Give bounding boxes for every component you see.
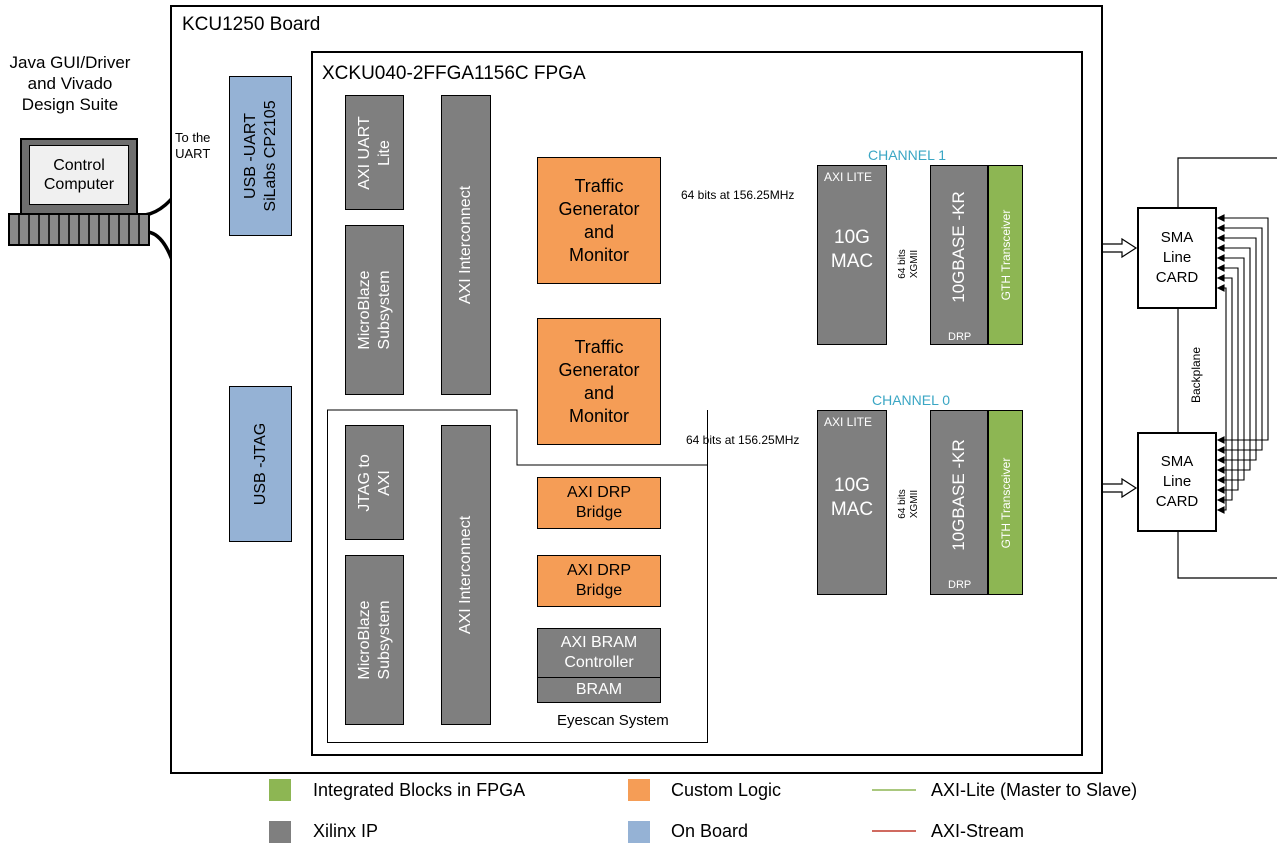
- backplane-arrowhead: [1216, 496, 1225, 504]
- usb-uart-block: USB -UART SiLabs CP2105: [229, 76, 292, 236]
- axi-uart-lite: AXI UART Lite: [345, 95, 404, 210]
- legend-axi-stream: AXI-Stream: [931, 821, 1025, 841]
- backplane-arrowhead: [1216, 466, 1225, 474]
- stream-label-2: 64 bits at 156.25MHz: [686, 433, 800, 447]
- laptop-keyboard: [8, 213, 150, 246]
- backplane-arrowhead: [1216, 274, 1225, 282]
- pcs-ch1: 10GBASE -KR: [930, 165, 988, 345]
- mac-ch0-label: 10G MAC: [830, 475, 874, 520]
- channel-1-label: CHANNEL 1: [868, 147, 947, 163]
- sma-line-card-2: SMA Line CARD: [1137, 432, 1217, 532]
- microblaze-top: MicroBlaze Subsystem: [345, 225, 404, 395]
- legend-swatch-custom: [628, 779, 650, 801]
- backplane-label: Backplane: [1189, 346, 1203, 404]
- sma-line-card-1: SMA Line CARD: [1137, 207, 1217, 309]
- backplane-trace: [1218, 277, 1233, 501]
- pcs-ch0: 10GBASE -KR: [930, 410, 988, 595]
- legend-swatch-onboard: [628, 821, 650, 843]
- channel-0-label: CHANNEL 0: [872, 392, 951, 408]
- backplane-arrowhead: [1216, 224, 1225, 232]
- legend-custom: Custom Logic: [671, 780, 782, 800]
- drp-ch1: DRP: [948, 331, 972, 343]
- drp-ch0: DRP: [948, 579, 972, 591]
- legend-xilinx: Xilinx IP: [313, 821, 379, 841]
- stream-label-1: 64 bits at 156.25MHz: [681, 188, 795, 202]
- backplane-trace: [1218, 287, 1227, 511]
- axi-interconnect-top: AXI Interconnect: [441, 95, 491, 395]
- fpga-title: XCKU040-2FFGA1156C FPGA: [322, 63, 586, 84]
- legend-onboard: On Board: [671, 821, 749, 841]
- xgmii-ch1: 64 bits XGMII: [897, 249, 920, 279]
- legend-swatch-integrated: [269, 779, 291, 801]
- to-uart-label: To the UART: [175, 130, 211, 161]
- backplane-arrowhead: [1216, 486, 1225, 494]
- backplane-arrowhead: [1216, 264, 1225, 272]
- eyescan-system: [327, 410, 708, 743]
- xgmii-ch0: 64 bits XGMII: [897, 489, 920, 519]
- backplane-trace: [1218, 267, 1239, 491]
- backplane-trace: [1218, 247, 1251, 471]
- laptop-screen: Control Computer: [29, 145, 129, 205]
- backplane-arrowhead: [1216, 446, 1225, 454]
- usb-jtag-block: USB -JTAG: [229, 386, 292, 542]
- gth-ch0: GTH Transceiver: [988, 410, 1023, 595]
- backplane-arrowhead: [1216, 234, 1225, 242]
- bram-block: BRAM: [537, 677, 661, 703]
- jtag-to-axi: JTAG to AXI: [345, 425, 404, 540]
- backplane-arrowhead: [1216, 214, 1225, 222]
- mac-ch1-label: 10G MAC: [830, 227, 874, 272]
- backplane-arrowhead: [1216, 456, 1225, 464]
- legend-swatch-xilinx: [269, 821, 291, 843]
- host-caption: Java GUI/Driver and Vivado Design Suite: [9, 53, 131, 114]
- backplane-arrowhead: [1216, 284, 1225, 292]
- axi-drp-bridge-1: AXI DRP Bridge: [537, 477, 661, 529]
- axi-bram-controller: AXI BRAM Controller: [537, 628, 661, 678]
- backplane-trace: [1218, 227, 1263, 451]
- axi-interconnect-eyescan: AXI Interconnect: [441, 425, 491, 725]
- axi-lite-ch0: AXI LITE: [824, 415, 873, 429]
- backplane-trace: [1218, 257, 1245, 481]
- backplane-arrowhead: [1216, 506, 1225, 514]
- backplane-arrowhead: [1216, 436, 1225, 444]
- mac-ch0: [817, 410, 887, 595]
- backplane-arrowhead: [1216, 476, 1225, 484]
- backplane-arrowhead: [1216, 244, 1225, 252]
- gth-ch1: GTH Transceiver: [988, 165, 1023, 345]
- traffic-generator-1: Traffic Generator and Monitor: [537, 157, 661, 284]
- microblaze-eyescan: MicroBlaze Subsystem: [345, 555, 404, 725]
- legend-axi-lite: AXI-Lite (Master to Slave): [931, 780, 1138, 800]
- axi-lite-ch1: AXI LITE: [824, 170, 873, 184]
- backplane-arrowhead: [1216, 254, 1225, 262]
- board-title: KCU1250 Board: [182, 14, 321, 35]
- mac-ch1: [817, 165, 887, 345]
- backplane-trace: [1218, 237, 1257, 461]
- legend-integrated: Integrated Blocks in FPGA: [313, 780, 526, 800]
- fpga-boundary: [311, 51, 1083, 756]
- axi-drp-bridge-2: AXI DRP Bridge: [537, 555, 661, 607]
- eyescan-title: Eyescan System: [557, 712, 669, 729]
- backplane-trace: [1218, 217, 1269, 441]
